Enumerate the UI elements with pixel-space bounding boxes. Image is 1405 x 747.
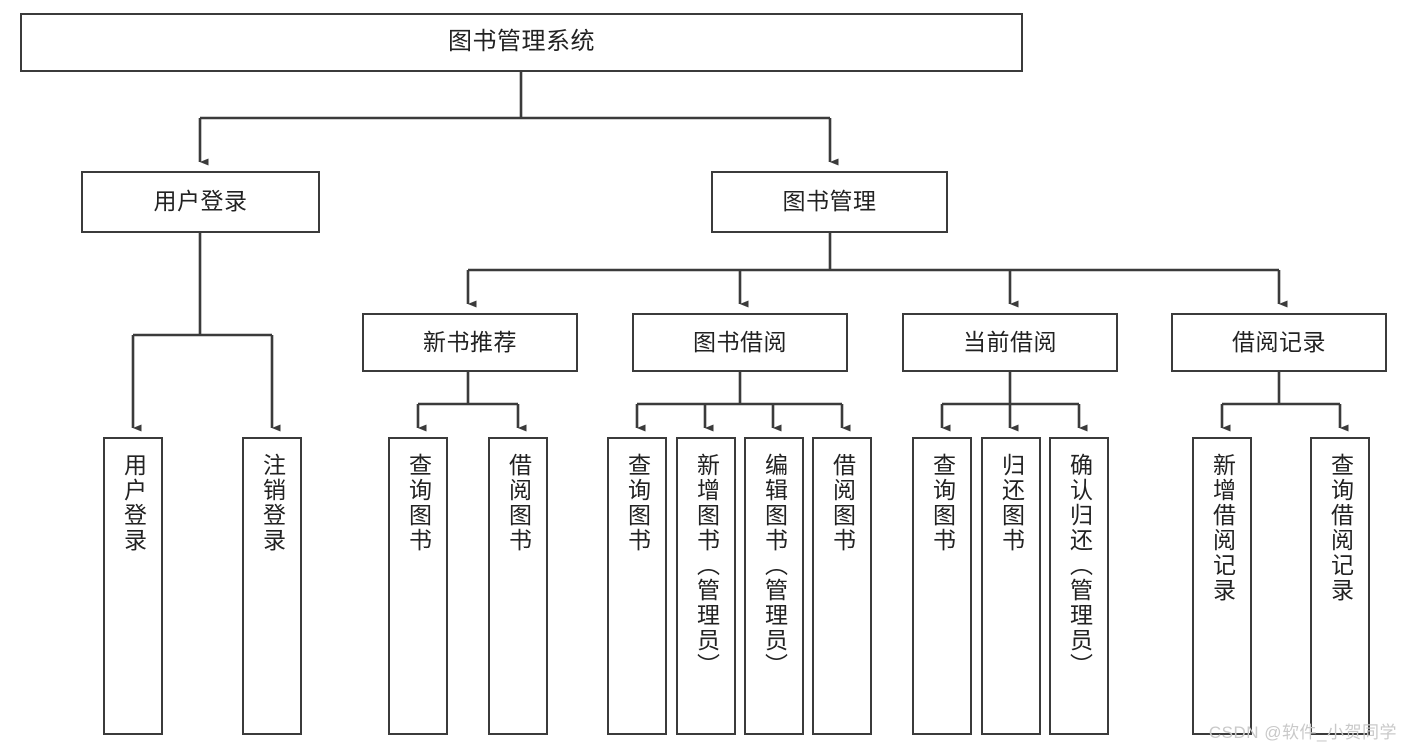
node-leaf-logout-login[interactable]: 注销登录 <box>242 437 302 735</box>
node-label: 图书借阅 <box>693 328 787 355</box>
node-label: 借阅图书 <box>505 453 532 553</box>
node-book-borrow[interactable]: 图书借阅 <box>632 313 848 372</box>
node-label: 注销登录 <box>259 453 286 553</box>
node-label: 查询借阅记录 <box>1327 453 1354 603</box>
node-label: 查询图书 <box>405 453 432 553</box>
node-root-system[interactable]: 图书管理系统 <box>20 13 1023 72</box>
node-book-management[interactable]: 图书管理 <box>711 171 948 233</box>
node-current-borrow[interactable]: 当前借阅 <box>902 313 1118 372</box>
node-label: 新增借阅记录 <box>1209 453 1236 603</box>
node-borrow-record[interactable]: 借阅记录 <box>1171 313 1387 372</box>
node-label: 图书管理系统 <box>448 28 595 56</box>
node-label: 用户登录 <box>120 453 147 553</box>
node-label: 当前借阅 <box>963 328 1057 355</box>
node-label: 编辑图书（管理员） <box>761 453 788 678</box>
node-leaf-add-record[interactable]: 新增借阅记录 <box>1192 437 1252 735</box>
node-leaf-query-book-2[interactable]: 查询图书 <box>607 437 667 735</box>
node-label: 查询图书 <box>624 453 651 553</box>
node-label: 图书管理 <box>782 188 877 215</box>
node-new-book-recommend[interactable]: 新书推荐 <box>362 313 578 372</box>
node-leaf-query-book-3[interactable]: 查询图书 <box>912 437 972 735</box>
node-leaf-user-login[interactable]: 用户登录 <box>103 437 163 735</box>
node-label: 归还图书 <box>998 453 1025 553</box>
csdn-watermark: CSDN @软件_小贺同学 <box>1208 723 1397 742</box>
node-label: 用户登录 <box>153 188 248 215</box>
node-label: 新增图书（管理员） <box>693 453 720 678</box>
node-leaf-return-book[interactable]: 归还图书 <box>981 437 1041 735</box>
node-label: 确认归还（管理员） <box>1066 453 1093 678</box>
node-user-login[interactable]: 用户登录 <box>81 171 320 233</box>
node-leaf-borrow-book-2[interactable]: 借阅图书 <box>812 437 872 735</box>
node-leaf-query-book-1[interactable]: 查询图书 <box>388 437 448 735</box>
node-leaf-confirm-return[interactable]: 确认归还（管理员） <box>1049 437 1109 735</box>
node-leaf-query-record[interactable]: 查询借阅记录 <box>1310 437 1370 735</box>
node-label: 借阅记录 <box>1232 328 1326 355</box>
node-leaf-add-book[interactable]: 新增图书（管理员） <box>676 437 736 735</box>
node-label: 新书推荐 <box>423 328 517 355</box>
node-label: 借阅图书 <box>829 453 856 553</box>
node-leaf-borrow-book-1[interactable]: 借阅图书 <box>488 437 548 735</box>
node-leaf-edit-book[interactable]: 编辑图书（管理员） <box>744 437 804 735</box>
node-label: 查询图书 <box>929 453 956 553</box>
